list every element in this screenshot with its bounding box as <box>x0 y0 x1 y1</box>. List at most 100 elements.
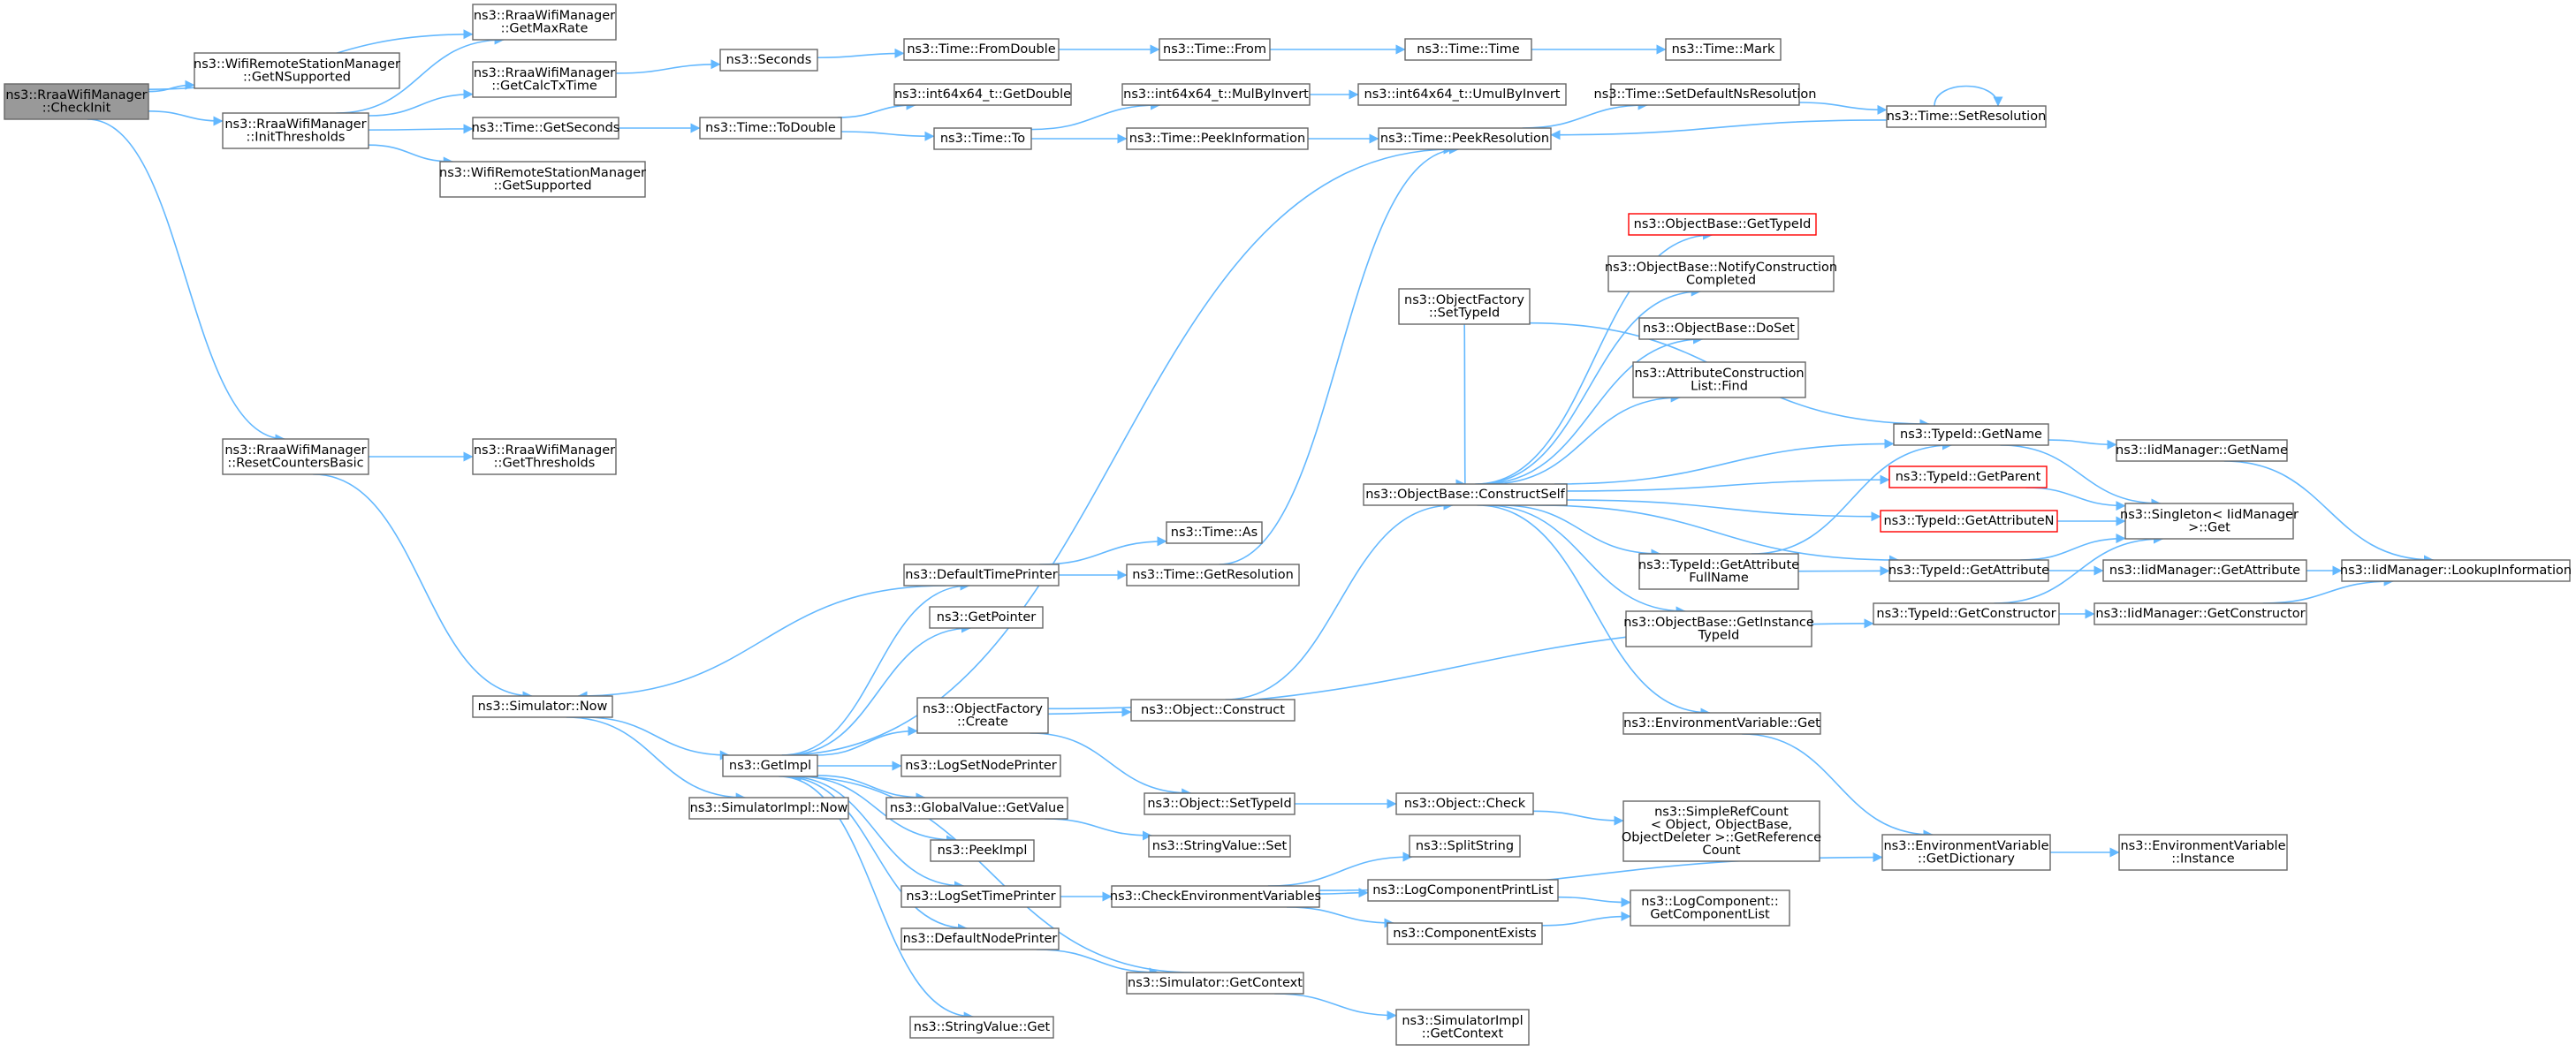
node-gvGetValue[interactable]: ns3::GlobalValue::GetValue <box>885 797 1068 820</box>
node-box-getAttrFullName[interactable] <box>1638 553 1799 590</box>
node-box-getPointer[interactable] <box>929 606 1044 629</box>
node-box-timeTo[interactable] <box>933 127 1032 150</box>
node-simpleRefCount[interactable]: ns3::SimpleRefCount< Object, ObjectBase,… <box>1622 800 1821 862</box>
node-box-setResolution[interactable] <box>1886 105 2047 128</box>
node-simImplGetContext[interactable]: ns3::SimulatorImpl::GetContext <box>1395 1009 1530 1046</box>
node-box-getMaxRate[interactable] <box>472 4 617 41</box>
node-stringValueGet[interactable]: ns3::StringValue::Get <box>909 1016 1054 1039</box>
node-box-notifyConstruction[interactable] <box>1607 255 1835 292</box>
node-box-obGetTypeId[interactable] <box>1628 213 1817 236</box>
node-umulByInvert[interactable]: ns3::int64x64_t::UmulByInvert <box>1357 83 1567 106</box>
node-box-tidGetName[interactable] <box>1893 423 2049 446</box>
node-timeTo[interactable]: ns3::Time::To <box>933 127 1032 150</box>
node-doSet[interactable]: ns3::ObjectBase::DoSet <box>1638 317 1799 340</box>
node-objSetTypeId[interactable]: ns3::Object::SetTypeId <box>1144 792 1296 815</box>
node-timeCtor[interactable]: ns3::Time::Time <box>1404 38 1532 61</box>
node-getPointer[interactable]: ns3::GetPointer <box>929 606 1044 629</box>
node-getSupported[interactable]: ns3::WifiRemoteStationManager::GetSuppor… <box>439 161 646 198</box>
node-box-setDefaultNs[interactable] <box>1610 83 1800 106</box>
node-getMaxRate[interactable]: ns3::RraaWifiManager::GetMaxRate <box>472 4 617 41</box>
node-box-iidGetAttribute[interactable] <box>2102 559 2307 582</box>
node-box-tidGetAttribute[interactable] <box>1888 559 2049 582</box>
node-box-timeCtor[interactable] <box>1404 38 1532 61</box>
node-envGet[interactable]: ns3::EnvironmentVariable::Get <box>1622 712 1821 735</box>
node-ofCreate[interactable]: ns3::ObjectFactory::Create <box>916 697 1049 734</box>
node-box-int64GetDouble[interactable] <box>893 83 1072 106</box>
node-box-iidLookup[interactable] <box>2341 559 2571 582</box>
node-box-initThresholds[interactable] <box>222 112 369 149</box>
node-box-getSeconds[interactable] <box>472 117 619 140</box>
node-box-constructSelf[interactable] <box>1363 483 1568 506</box>
node-root[interactable]: ns3::RraaWifiManager::CheckInit <box>4 83 149 120</box>
node-box-objSetTypeId[interactable] <box>1144 792 1296 815</box>
node-box-logSetTimePrinter[interactable] <box>900 885 1061 908</box>
node-toDouble[interactable]: ns3::Time::ToDouble <box>699 117 842 140</box>
node-tidGetConstructor[interactable]: ns3::TypeId::GetConstructor <box>1873 602 2060 625</box>
node-objCheck[interactable]: ns3::Object::Check <box>1395 792 1534 815</box>
node-box-ofSetTypeId[interactable] <box>1398 288 1531 325</box>
node-timeAs[interactable]: ns3::Time::As <box>1166 521 1263 544</box>
node-box-getResolution[interactable] <box>1126 564 1300 587</box>
node-box-simImplNow[interactable] <box>688 797 849 820</box>
node-box-simNow[interactable] <box>472 695 613 718</box>
node-peekInformation[interactable]: ns3::Time::PeekInformation <box>1126 127 1309 150</box>
node-peekResolution[interactable]: ns3::Time::PeekResolution <box>1378 127 1552 150</box>
node-ofSetTypeId[interactable]: ns3::ObjectFactory::SetTypeId <box>1398 288 1531 325</box>
node-box-getImpl[interactable] <box>722 754 818 777</box>
node-box-getNSupported[interactable] <box>194 52 400 89</box>
node-setDefaultNs[interactable]: ns3::Time::SetDefaultNsResolution <box>1594 83 1817 106</box>
node-iidGetConstructor[interactable]: ns3::IidManager::GetConstructor <box>2093 602 2307 625</box>
node-box-defaultNodePrinter[interactable] <box>900 927 1060 950</box>
node-getComponentList[interactable]: ns3::LogComponent::GetComponentList <box>1630 889 1790 927</box>
node-box-seconds[interactable] <box>719 49 818 72</box>
node-box-envInstance[interactable] <box>2118 834 2288 871</box>
node-box-gvGetValue[interactable] <box>885 797 1068 820</box>
node-box-simpleRefCount[interactable] <box>1622 800 1820 862</box>
node-iidGetName[interactable]: ns3::IidManager::GetName <box>2116 439 2288 462</box>
node-box-toDouble[interactable] <box>699 117 842 140</box>
node-box-fromDouble[interactable] <box>903 38 1060 61</box>
node-box-simImplGetContext[interactable] <box>1395 1009 1530 1046</box>
node-obGetTypeId[interactable]: ns3::ObjectBase::GetTypeId <box>1628 213 1817 236</box>
node-simGetContext[interactable]: ns3::Simulator::GetContext <box>1126 972 1304 995</box>
node-box-logSetNodePrinter[interactable] <box>900 754 1061 777</box>
node-box-objCheck[interactable] <box>1395 792 1534 815</box>
node-envGetDictionary[interactable]: ns3::EnvironmentVariable::GetDictionary <box>1881 834 2051 871</box>
node-box-iidGetConstructor[interactable] <box>2093 602 2307 625</box>
node-tidGetName[interactable]: ns3::TypeId::GetName <box>1893 423 2049 446</box>
node-box-getComponentList[interactable] <box>1630 889 1790 927</box>
node-box-iidGetName[interactable] <box>2116 439 2288 462</box>
node-defaultTimePrinter[interactable]: ns3::DefaultTimePrinter <box>903 564 1060 587</box>
node-componentExists[interactable]: ns3::ComponentExists <box>1387 922 1543 945</box>
node-notifyConstruction[interactable]: ns3::ObjectBase::NotifyConstructionCompl… <box>1605 255 1837 292</box>
node-simNow[interactable]: ns3::Simulator::Now <box>472 695 613 718</box>
node-box-envGet[interactable] <box>1622 712 1821 735</box>
node-defaultNodePrinter[interactable]: ns3::DefaultNodePrinter <box>900 927 1060 950</box>
node-box-getCalcTxTime[interactable] <box>472 61 617 98</box>
node-singletonGet[interactable]: ns3::Singleton< IidManager>::Get <box>2120 503 2299 540</box>
node-box-envGetDictionary[interactable] <box>1881 834 2051 871</box>
node-box-stringValueGet[interactable] <box>909 1016 1054 1039</box>
node-resetCounters[interactable]: ns3::RraaWifiManager::ResetCountersBasic <box>222 438 369 475</box>
node-box-resetCounters[interactable] <box>222 438 369 475</box>
node-box-acFind[interactable] <box>1632 361 1806 398</box>
node-box-root[interactable] <box>4 83 149 120</box>
node-logSetNodePrinter[interactable]: ns3::LogSetNodePrinter <box>900 754 1061 777</box>
node-fromDouble[interactable]: ns3::Time::FromDouble <box>903 38 1060 61</box>
node-box-mark[interactable] <box>1665 38 1782 61</box>
node-box-peekInformation[interactable] <box>1126 127 1309 150</box>
node-logCompPrintList[interactable]: ns3::LogComponentPrintList <box>1367 879 1559 902</box>
node-getResolution[interactable]: ns3::Time::GetResolution <box>1126 564 1300 587</box>
node-box-stringValueSet[interactable] <box>1148 835 1291 858</box>
node-box-timeAs[interactable] <box>1166 521 1263 544</box>
node-getSeconds[interactable]: ns3::Time::GetSeconds <box>472 117 620 140</box>
node-box-objConstruct[interactable] <box>1130 699 1296 722</box>
node-iidGetAttribute[interactable]: ns3::IidManager::GetAttribute <box>2102 559 2307 582</box>
node-box-peekImpl[interactable] <box>930 839 1035 862</box>
node-box-umulByInvert[interactable] <box>1357 83 1567 106</box>
node-peekImpl[interactable]: ns3::PeekImpl <box>930 839 1035 862</box>
node-iidLookup[interactable]: ns3::IidManager::LookupInformation <box>2340 559 2572 582</box>
